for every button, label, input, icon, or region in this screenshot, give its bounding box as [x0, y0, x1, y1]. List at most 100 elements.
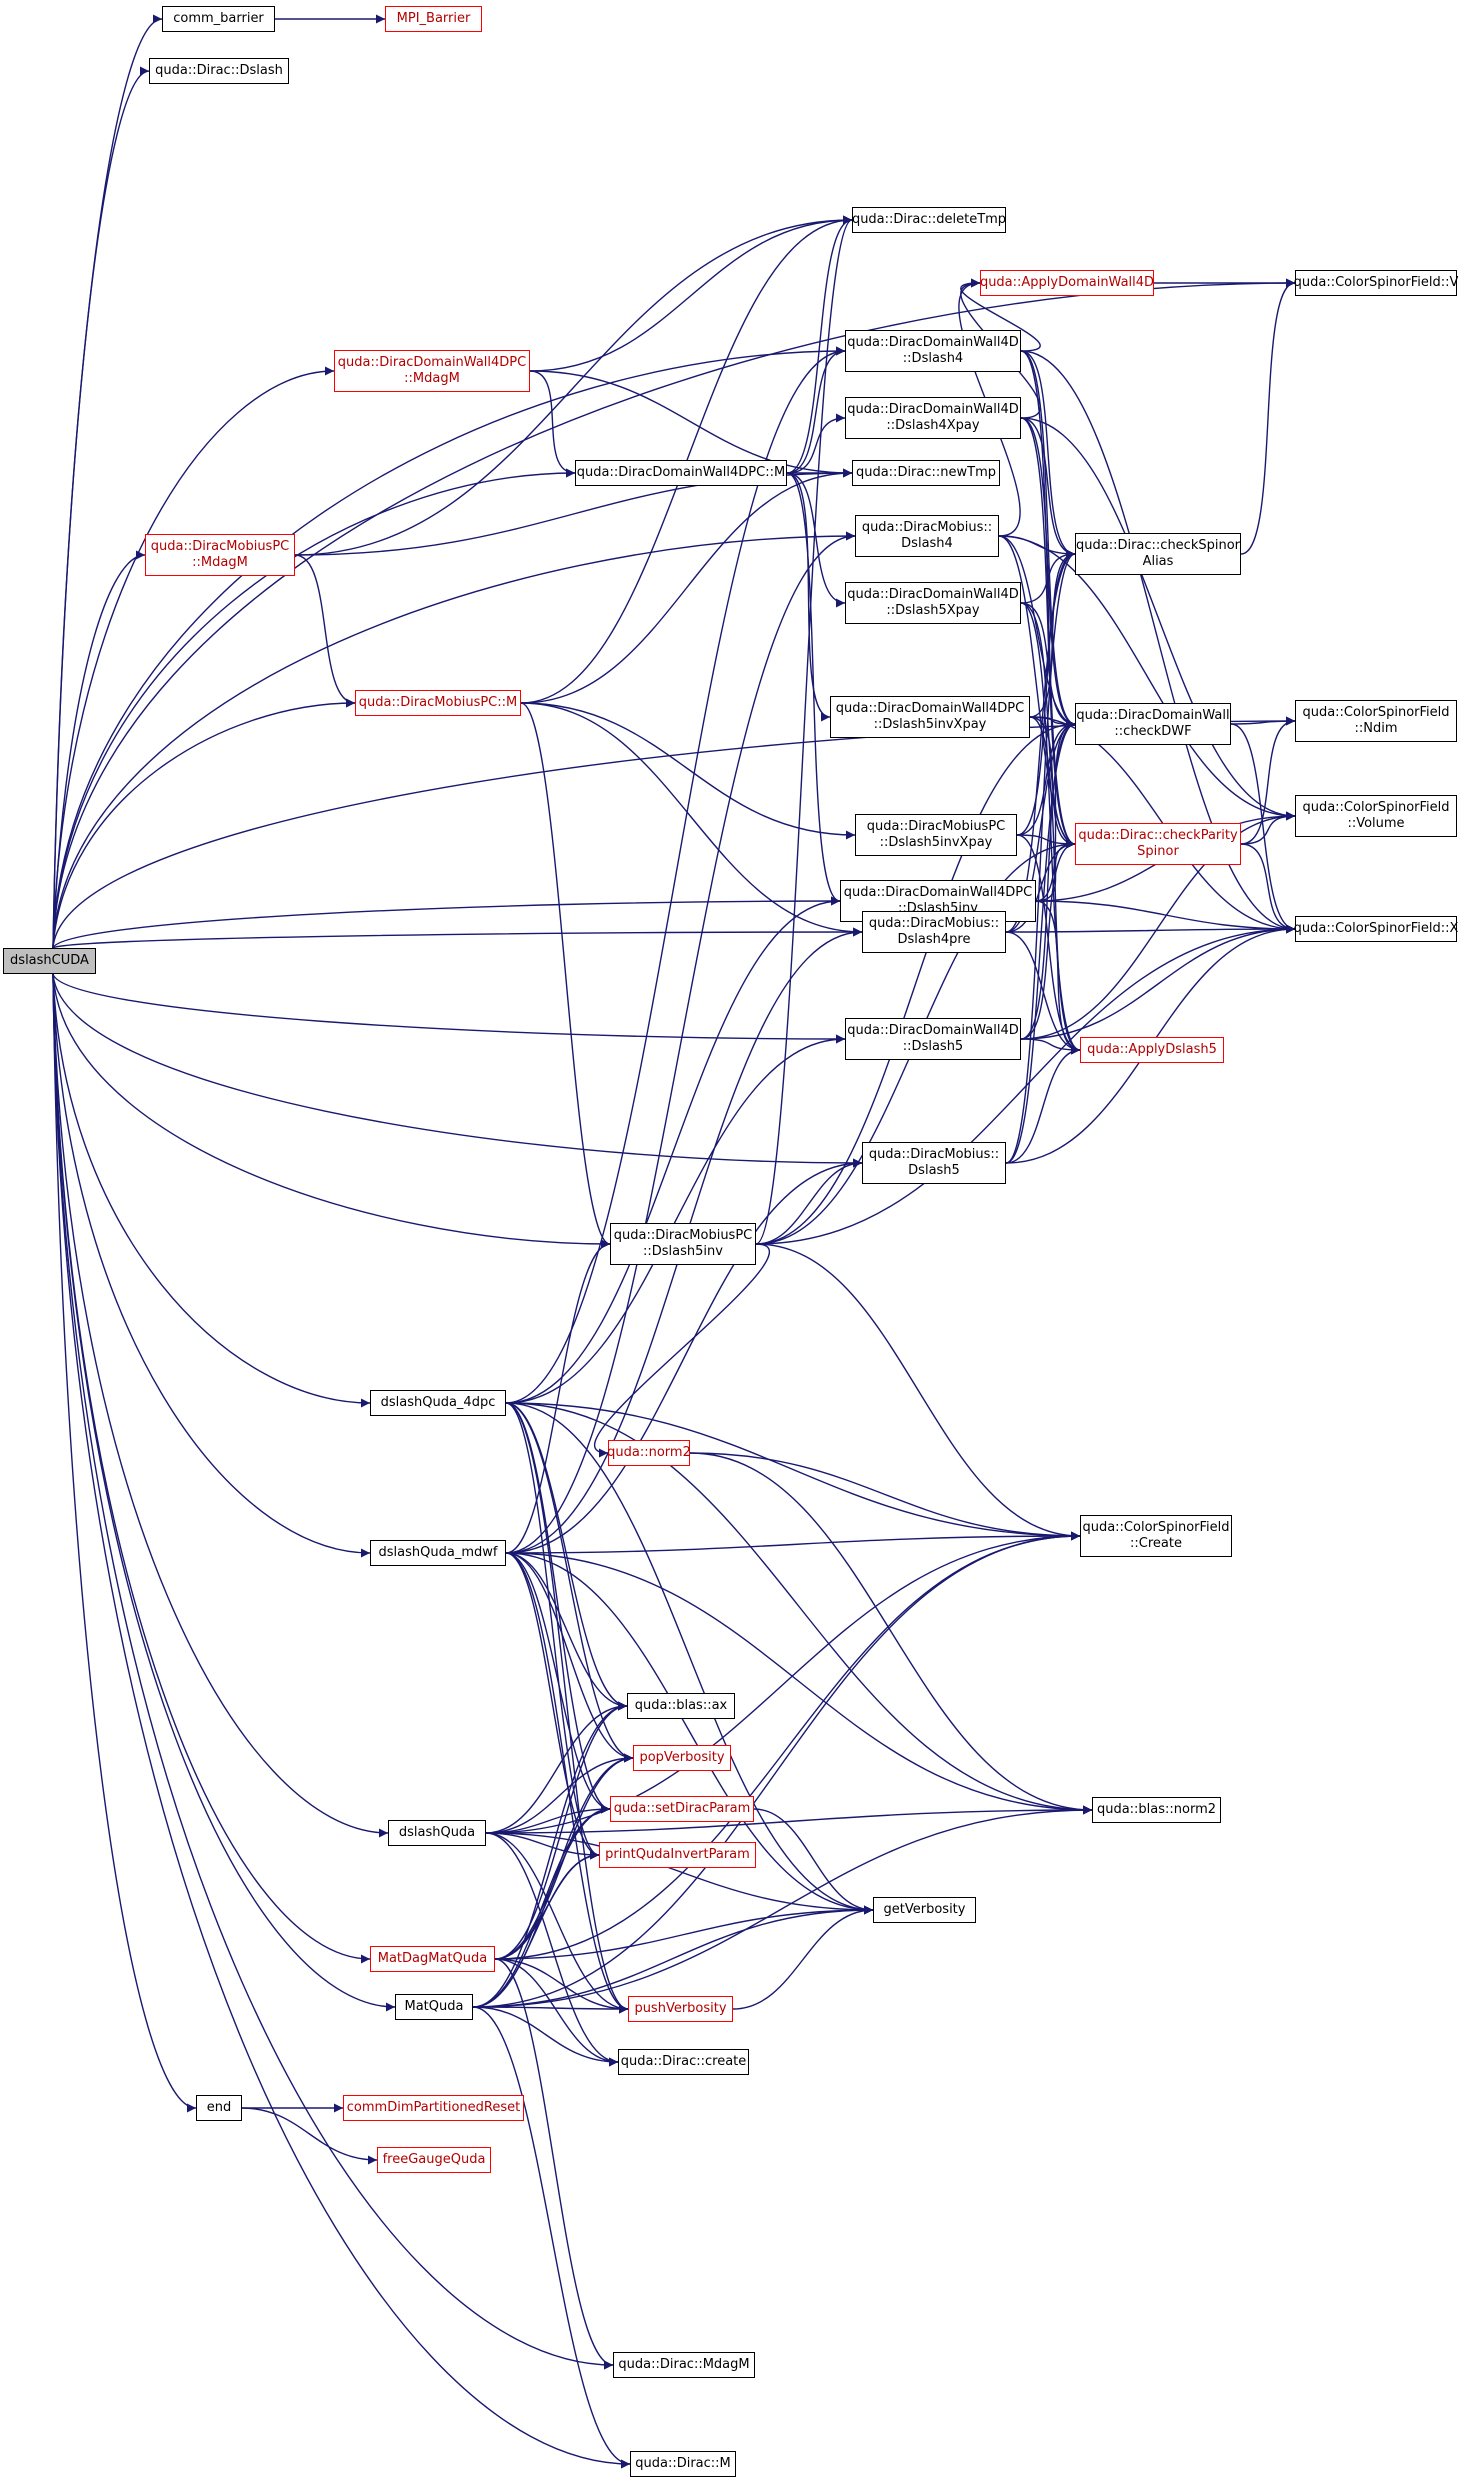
edge-DW4D_Dslash4Xpay-to-checkSpinorAlias [1020, 417, 1076, 559]
node-mobpc-dslash5invxpay[interactable]: quda::DiracMobiusPC::Dslash5invXpay [855, 814, 1017, 856]
edge-dslashQuda-to-popVerbosity [485, 1753, 634, 1834]
node-popverbosity[interactable]: popVerbosity [633, 1745, 731, 1771]
node-deletetmp[interactable]: quda::Dirac::deleteTmp [852, 207, 1006, 233]
node-applydslash5[interactable]: quda::ApplyDslash5 [1080, 1037, 1224, 1063]
node-mobpc-dslash5inv[interactable]: quda::DiracMobiusPC::Dslash5inv [610, 1223, 756, 1265]
edge-dslashCUDA-to-Mob_Dslash5 [52, 973, 863, 1168]
node-freegaugequda[interactable]: freeGaugeQuda [377, 2147, 491, 2173]
node-dw4d-dslash4xpay[interactable]: quda::DiracDomainWall4D::Dslash4Xpay [845, 397, 1021, 439]
edge-Mob_Dslash4pre-to-checkParitySpinor [1005, 839, 1076, 933]
edge-dslashQuda_4dpc-to-getVerbosity [505, 1402, 874, 1915]
node-label: dslashQuda [398, 1825, 476, 1840]
node-label: ::Dslash4 [902, 351, 964, 366]
node-label: MPI_Barrier [396, 11, 471, 26]
node-mob-dslash4pre[interactable]: quda::DiracMobius::Dslash4pre [862, 911, 1006, 953]
edge-dslashCUDA-to-dslashQuda [52, 973, 389, 1838]
edge-DW4DPC_Dslash5invXpay-to-checkSpinorAlias [1029, 549, 1076, 718]
node-dw4d-dslash5[interactable]: quda::DiracDomainWall4D::Dslash5 [845, 1018, 1021, 1060]
node-diracmdagm[interactable]: quda::Dirac::MdagM [613, 2352, 755, 2378]
edge-MatDagMatQuda-to-DiracMdagM [494, 1958, 614, 2370]
node-label: quda::DiracMobius:: [868, 1147, 1000, 1162]
node-label: MatQuda [404, 1999, 464, 2014]
edge-dslashCUDA-to-DW4DPC_MdagM [52, 366, 335, 949]
edge-dslashQuda-to-setDiracParam [485, 1804, 611, 1834]
node-matdagmatquda[interactable]: MatDagMatQuda [370, 1946, 495, 1972]
node-diraccreate[interactable]: quda::Dirac::create [618, 2049, 749, 2075]
edge-dslashQuda-to-csfCreate [485, 1531, 1081, 1834]
node-applydw4d[interactable]: quda::ApplyDomainWall4D [980, 270, 1154, 296]
node-label: quda::DiracMobiusPC [613, 1228, 753, 1243]
edge-dslashCUDA-to-MatDagMatQuda [52, 973, 371, 1964]
node-mob-dslash5[interactable]: quda::DiracMobius::Dslash5 [862, 1142, 1006, 1184]
node-dslashquda[interactable]: dslashQuda [388, 1820, 486, 1846]
edge-DW4DPC_M-to-DW4D_Dslash4Xpay [786, 413, 846, 474]
node-label: quda::DiracMobiusPC::M [358, 695, 518, 710]
node-label: Spinor [1137, 844, 1179, 859]
node-dw4dpc-m[interactable]: quda::DiracDomainWall4DPC::M [575, 460, 787, 486]
edge-MatQuda-to-setDiracParam [472, 1804, 611, 2008]
node-csfx[interactable]: quda::ColorSpinorField::X [1293, 916, 1459, 942]
edge-DW4D_Dslash4-to-checkParitySpinor [1020, 350, 1076, 849]
edge-Mob_Dslash5-to-ApplyDslash5 [1005, 1045, 1081, 1164]
node-end[interactable]: end [196, 2095, 242, 2121]
node-checkdwf[interactable]: quda::DiracDomainWall::checkDWF [1075, 703, 1231, 745]
node-dw4dpc-dslash5invxpay[interactable]: quda::DiracDomainWall4DPC::Dslash5invXpa… [830, 696, 1030, 738]
node-label: quda::Dirac::Dslash [155, 63, 283, 78]
node-label: quda::ColorSpinorField::V [1293, 275, 1459, 290]
node-blasax[interactable]: quda::blas::ax [627, 1693, 735, 1719]
node-diracm[interactable]: quda::Dirac::M [630, 2451, 736, 2477]
node-label: quda::Dirac::M [635, 2456, 731, 2471]
node-matquda[interactable]: MatQuda [395, 1994, 473, 2020]
edge-MatDagMatQuda-to-getVerbosity [494, 1905, 874, 1960]
node-mpi-barrier[interactable]: MPI_Barrier [385, 6, 482, 32]
edge-Mob_Dslash4-to-csfVolume [998, 535, 1296, 821]
node-label: ::Dslash5invXpay [873, 717, 987, 732]
node-dslashquda-mdwf[interactable]: dslashQuda_mdwf [370, 1540, 506, 1566]
node-dw4dpc-mdagm[interactable]: quda::DiracDomainWall4DPC::MdagM [334, 350, 530, 392]
node-mob-dslash4[interactable]: quda::DiracMobius::Dslash4 [855, 515, 999, 557]
node-label: quda::blas::norm2 [1096, 1802, 1217, 1817]
node-csfcreate[interactable]: quda::ColorSpinorField::Create [1080, 1515, 1232, 1557]
node-mobpc-m[interactable]: quda::DiracMobiusPC::M [355, 690, 521, 716]
node-label: quda::DiracDomainWall4DPC [843, 885, 1033, 900]
node-newtmp[interactable]: quda::Dirac::newTmp [852, 460, 1000, 486]
edge-MobPC_M-to-Mob_Dslash4pre [520, 702, 863, 937]
node-label: quda::ColorSpinorField::X [1293, 921, 1459, 936]
node-norm2[interactable]: quda::norm2 [607, 1440, 691, 1466]
edge-Mob_Dslash5-to-checkDWF [1005, 719, 1076, 1164]
edge-dslashQuda_mdwf-to-MobPC_Dslash5inv [505, 1239, 611, 1554]
node-csfv[interactable]: quda::ColorSpinorField::V [1293, 270, 1459, 296]
node-pushverbosity[interactable]: pushVerbosity [628, 1996, 733, 2022]
node-label: Dslash5 [908, 1163, 960, 1178]
node-diracdslash[interactable]: quda::Dirac::Dslash [149, 58, 289, 84]
node-dw4d-dslash4[interactable]: quda::DiracDomainWall4D::Dslash4 [845, 330, 1021, 372]
node-label: pushVerbosity [634, 2001, 727, 2016]
node-dslashquda-4dpc[interactable]: dslashQuda_4dpc [370, 1390, 506, 1416]
edge-DW4D_Dslash5-to-csfX [1020, 924, 1296, 1040]
node-label: quda::ApplyDomainWall4D [979, 275, 1155, 290]
node-blasnorm2[interactable]: quda::blas::norm2 [1092, 1797, 1221, 1823]
node-dslashcuda[interactable]: dslashCUDA [3, 948, 96, 974]
node-csfndim[interactable]: quda::ColorSpinorField::Ndim [1295, 700, 1457, 742]
edge-norm2-to-blasNorm2 [689, 1452, 1093, 1815]
node-label: quda::DiracMobiusPC [866, 819, 1006, 834]
node-label: ::Dslash5Xpay [886, 603, 980, 618]
node-csfvolume[interactable]: quda::ColorSpinorField::Volume [1295, 795, 1457, 837]
node-label: Dslash4pre [897, 932, 971, 947]
node-comm-barrier[interactable]: comm_barrier [162, 6, 275, 32]
node-setdiracparam[interactable]: quda::setDiracParam [610, 1796, 754, 1822]
edge-MatDagMatQuda-to-csfCreate [494, 1531, 1081, 1960]
node-mobpc-mdagm[interactable]: quda::DiracMobiusPC::MdagM [145, 534, 295, 576]
edge-Mob_Dslash4-to-checkDWF [998, 535, 1076, 729]
node-printqudainvertparam[interactable]: printQudaInvertParam [599, 1842, 756, 1868]
node-commdimpartitionedreset[interactable]: commDimPartitionedReset [343, 2095, 524, 2121]
node-getverbosity[interactable]: getVerbosity [873, 1897, 976, 1923]
node-label: MatDagMatQuda [377, 1951, 488, 1966]
node-label: quda::DiracDomainWall4D [847, 402, 1019, 417]
edge-checkParitySpinor-to-csfVolume [1240, 811, 1296, 845]
node-dw4d-dslash5xpay[interactable]: quda::DiracDomainWall4D::Dslash5Xpay [845, 582, 1021, 624]
edge-DW4DPC_MdagM-to-deleteTmp [529, 215, 853, 372]
